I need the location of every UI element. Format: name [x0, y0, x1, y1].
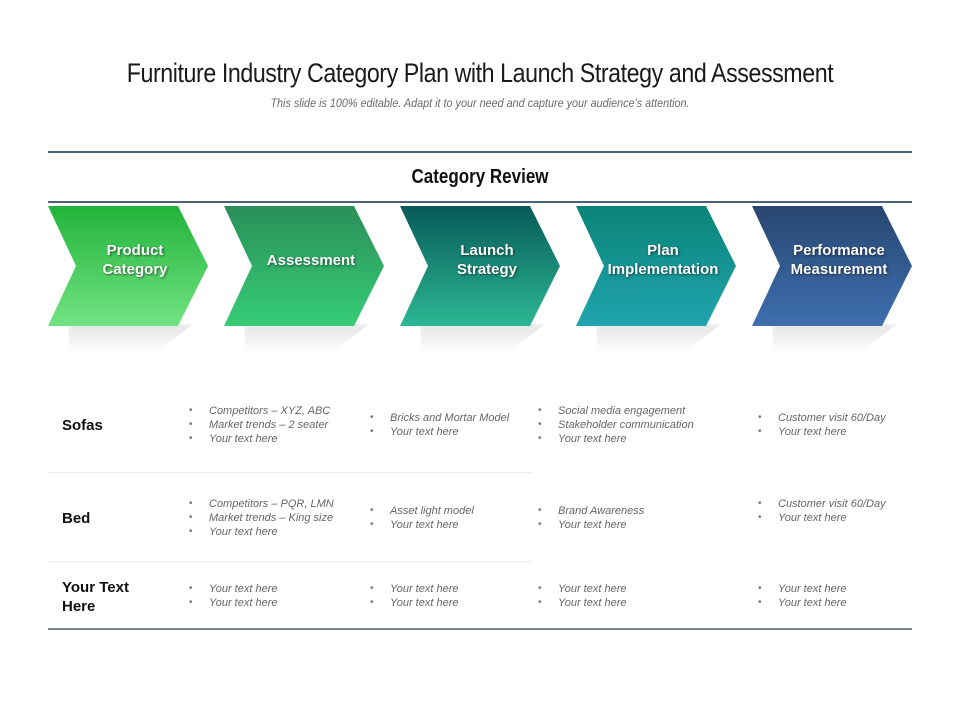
bullet-item: Social media engagement [538, 404, 694, 418]
bullet-item: Your text here [538, 432, 694, 446]
chevron-step-product-category: Product Category [48, 206, 208, 354]
bullet-item: Your text here [758, 511, 886, 525]
chevron-shape: Plan Implementation [576, 206, 736, 326]
chevron-label: Assessment [266, 251, 356, 269]
row-label-sofas: Sofas [62, 417, 103, 434]
divider-top [48, 151, 912, 153]
cell-row3-product-category: Your text here Your text here [189, 582, 278, 610]
chevron-step-assessment: Assessment [224, 206, 384, 354]
cell-row3-launch-strategy: Your text here Your text here [370, 582, 459, 610]
bullet-item: Your text here [370, 518, 474, 532]
chevron-shape: Product Category [48, 206, 208, 326]
chevron-label: Product Category [102, 242, 168, 278]
slide-title: Furniture Industry Category Plan with La… [126, 58, 834, 88]
divider-bottom [48, 628, 912, 630]
cell-sofas-launch-strategy: Bricks and Mortar Model Your text here [370, 411, 509, 439]
section-title: Category Review [411, 166, 549, 188]
bullet-item: Your text here [538, 582, 627, 596]
row-label-your-text-here: Your Text Here [62, 579, 129, 615]
chevron-shadow [772, 324, 897, 354]
bullet-item: Competitors – PQR, LMN [189, 497, 334, 511]
chevron-step-plan-implementation: Plan Implementation [576, 206, 736, 354]
row-separator [48, 561, 532, 562]
chevron-step-performance-measurement: Performance Measurement [752, 206, 912, 354]
cell-bed-plan-implementation: Brand Awareness Your text here [538, 504, 644, 532]
bullet-item: Your text here [189, 582, 278, 596]
row-label-bed: Bed [62, 510, 91, 527]
bullet-item: Your text here [758, 582, 847, 596]
bullet-item: Your text here [189, 525, 334, 539]
divider-middle [48, 201, 912, 203]
cell-sofas-performance-measurement: Customer visit 60/Day Your text here [758, 411, 886, 439]
chevron-label: Performance Measurement [790, 242, 888, 278]
bullet-item: Competitors – XYZ, ABC [189, 404, 330, 418]
bullet-item: Asset light model [370, 504, 474, 518]
chevron-shadow [420, 324, 545, 354]
chevron-shape: Performance Measurement [752, 206, 912, 326]
chevron-label: Plan Implementation [607, 242, 719, 278]
slide-subtitle: This slide is 100% editable. Adapt it to… [270, 96, 690, 110]
cell-row3-plan-implementation: Your text here Your text here [538, 582, 627, 610]
bullet-item: Your text here [189, 432, 330, 446]
chevron-shape: Assessment [224, 206, 384, 326]
cell-bed-launch-strategy: Asset light model Your text here [370, 504, 474, 532]
cell-bed-performance-measurement: Customer visit 60/Day Your text here [758, 497, 886, 525]
bullet-item: Your text here [538, 596, 627, 610]
bullet-item: Your text here [370, 596, 459, 610]
bullet-item: Your text here [370, 425, 509, 439]
bullet-item: Market trends – King size [189, 511, 334, 525]
row-separator [48, 472, 532, 473]
bullet-item: Stakeholder communication [538, 418, 694, 432]
bullet-item: Your text here [370, 582, 459, 596]
cell-sofas-plan-implementation: Social media engagement Stakeholder comm… [538, 404, 694, 446]
cell-sofas-product-category: Competitors – XYZ, ABC Market trends – 2… [189, 404, 330, 446]
bullet-item: Your text here [538, 518, 644, 532]
bullet-item: Your text here [758, 596, 847, 610]
cell-bed-product-category: Competitors – PQR, LMN Market trends – K… [189, 497, 334, 539]
chevron-shadow [244, 324, 369, 354]
cell-row3-performance-measurement: Your text here Your text here [758, 582, 847, 610]
chevron-shadow [596, 324, 721, 354]
bullet-item: Your text here [189, 596, 278, 610]
bullet-item: Customer visit 60/Day [758, 497, 886, 511]
chevron-step-launch-strategy: Launch Strategy [400, 206, 560, 354]
bullet-item: Market trends – 2 seater [189, 418, 330, 432]
bullet-item: Brand Awareness [538, 504, 644, 518]
chevron-label: Launch Strategy [456, 242, 518, 278]
chevron-shadow [68, 324, 193, 354]
bullet-item: Your text here [758, 425, 886, 439]
chevron-shape: Launch Strategy [400, 206, 560, 326]
bullet-item: Bricks and Mortar Model [370, 411, 509, 425]
bullet-item: Customer visit 60/Day [758, 411, 886, 425]
